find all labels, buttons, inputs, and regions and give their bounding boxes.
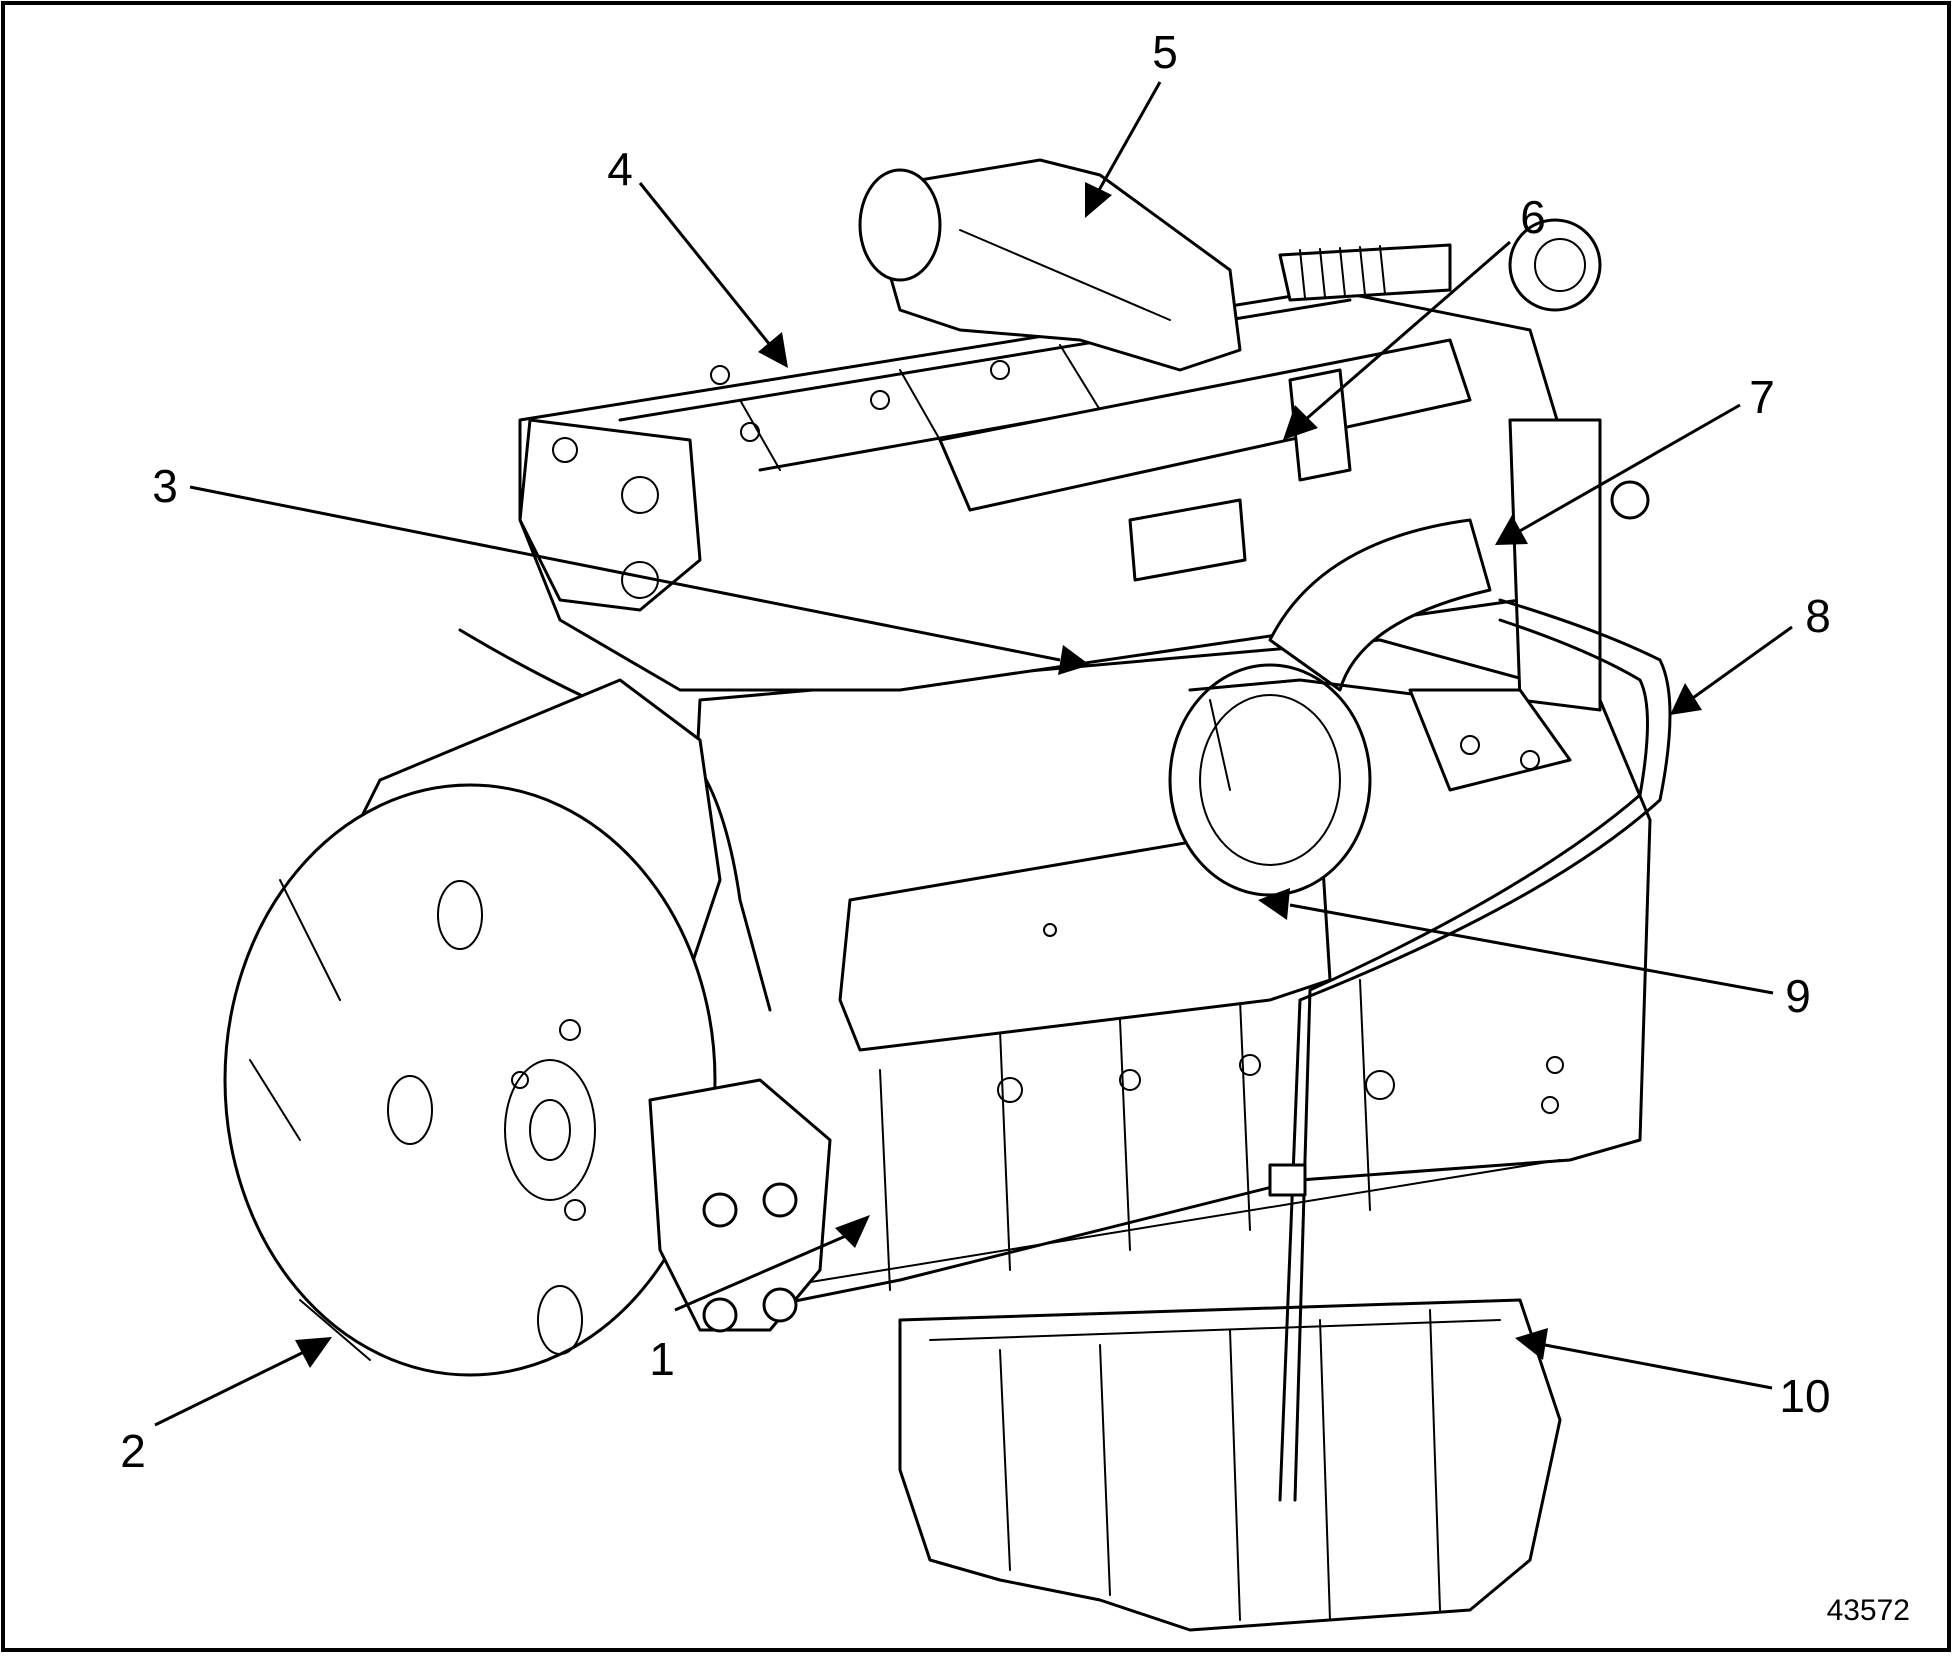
callout-5: 5 [1152, 26, 1178, 78]
turbocharger [1168, 663, 1372, 897]
callout-8: 8 [1805, 590, 1831, 642]
manifold-pipes [1188, 678, 1572, 792]
flywheel [223, 783, 717, 1377]
turbo-elbow [1268, 418, 1650, 712]
arrowhead-9 [1258, 888, 1290, 920]
breather-hose [1278, 218, 1602, 312]
arrowhead-10 [1515, 1328, 1548, 1360]
callout-4: 4 [607, 143, 633, 195]
callout-3: 3 [152, 460, 178, 512]
leader-3 [189, 485, 1061, 662]
callout-9: 9 [1785, 970, 1811, 1022]
coolant-tube [1268, 598, 1672, 1502]
leader-2 [154, 1348, 309, 1427]
callout-labels: 1 2 3 4 5 6 7 8 9 10 [120, 26, 1831, 1477]
arrowhead-7 [1495, 515, 1528, 545]
figure-number: 43572 [1827, 1594, 1910, 1627]
leader-10 [1544, 1343, 1773, 1390]
leader-4 [638, 182, 772, 346]
leader-5 [1096, 81, 1162, 193]
leader-3-head [1058, 645, 1090, 675]
callout-7: 7 [1749, 371, 1775, 423]
callout-leaders [154, 81, 1793, 1427]
leader-7 [1517, 403, 1741, 534]
leader-1 [674, 1233, 849, 1312]
callout-1: 1 [649, 1333, 675, 1385]
arrowhead-5 [1085, 182, 1112, 218]
arrowhead-8 [1670, 683, 1702, 715]
arrowhead-6 [1283, 405, 1318, 440]
callout-6: 6 [1520, 191, 1546, 243]
egr-cooler [938, 338, 1472, 582]
callout-10: 10 [1779, 1370, 1830, 1422]
rear-engine-mount [648, 1078, 832, 1333]
leader-6 [1304, 240, 1511, 422]
arrowhead-4 [758, 332, 788, 368]
leader-9 [1289, 903, 1774, 995]
callout-2: 2 [120, 1425, 146, 1477]
engine-illustration [223, 158, 1672, 1632]
arrowhead-2 [295, 1337, 332, 1368]
oil-pan [898, 1298, 1562, 1632]
intake-duct [858, 158, 1242, 372]
arrowhead-1 [835, 1215, 870, 1248]
leader-8 [1689, 625, 1793, 702]
